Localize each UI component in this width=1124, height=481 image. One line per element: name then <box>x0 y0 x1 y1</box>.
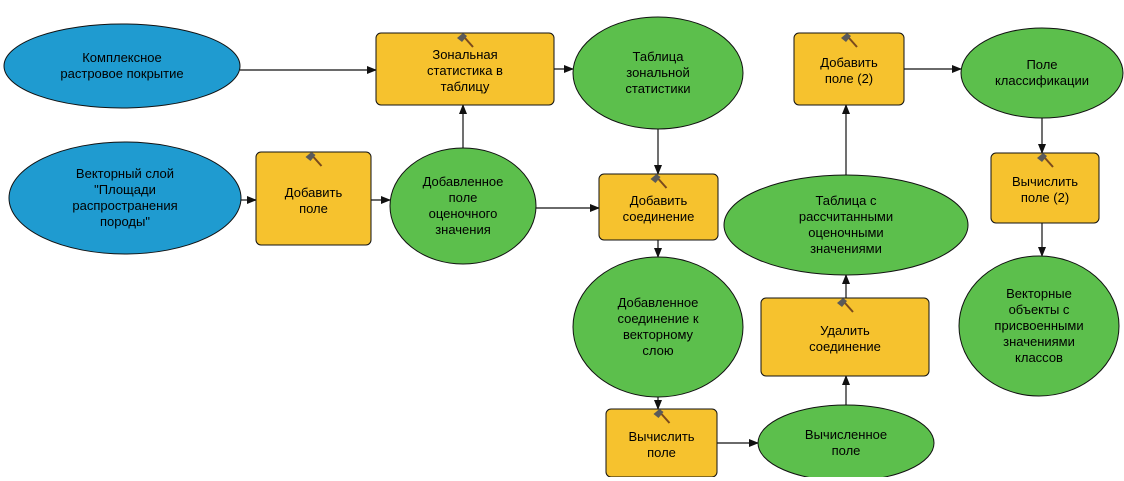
hammer-icon <box>457 33 474 48</box>
data-ellipse[interactable] <box>958 255 1120 397</box>
tool-box[interactable] <box>793 32 905 106</box>
hammer-icon <box>305 152 323 167</box>
tool-box[interactable] <box>375 32 555 106</box>
tool-box[interactable] <box>255 151 372 246</box>
hammer-icon <box>837 298 854 313</box>
data-ellipse[interactable] <box>757 404 935 477</box>
data-ellipse[interactable] <box>3 23 241 109</box>
tool-box[interactable] <box>990 152 1100 224</box>
hammer-icon <box>650 174 668 189</box>
connectors <box>240 65 1046 447</box>
data-ellipse[interactable] <box>8 141 242 255</box>
nodes <box>3 16 1124 477</box>
node-class-field[interactable] <box>960 27 1124 119</box>
node-joined-layer[interactable] <box>572 256 744 398</box>
tool-box[interactable] <box>605 408 718 477</box>
node-calc-field-2[interactable] <box>990 152 1100 224</box>
hammer-icon <box>841 33 858 48</box>
node-remove-join[interactable] <box>760 297 930 377</box>
node-calculated-field[interactable] <box>757 404 935 477</box>
tool-box[interactable] <box>760 297 930 377</box>
data-ellipse[interactable] <box>723 174 969 276</box>
node-added-field[interactable] <box>389 147 537 265</box>
node-zonal-stats-table[interactable] <box>572 16 744 130</box>
node-add-field[interactable] <box>255 151 372 246</box>
tool-box[interactable] <box>598 173 719 241</box>
node-zonal-stats-tool[interactable] <box>375 32 555 106</box>
hammer-icon <box>1037 153 1054 168</box>
data-ellipse[interactable] <box>960 27 1124 119</box>
node-add-field-2[interactable] <box>793 32 905 106</box>
node-calc-field[interactable] <box>605 408 718 477</box>
data-ellipse[interactable] <box>572 256 744 398</box>
data-ellipse[interactable] <box>572 16 744 130</box>
hammer-icon <box>653 409 671 424</box>
node-raster-coverage[interactable] <box>3 23 241 109</box>
node-result-features[interactable] <box>958 255 1120 397</box>
data-ellipse[interactable] <box>389 147 537 265</box>
node-vector-layer[interactable] <box>8 141 242 255</box>
node-add-join[interactable] <box>598 173 719 241</box>
node-calc-table[interactable] <box>723 174 969 276</box>
